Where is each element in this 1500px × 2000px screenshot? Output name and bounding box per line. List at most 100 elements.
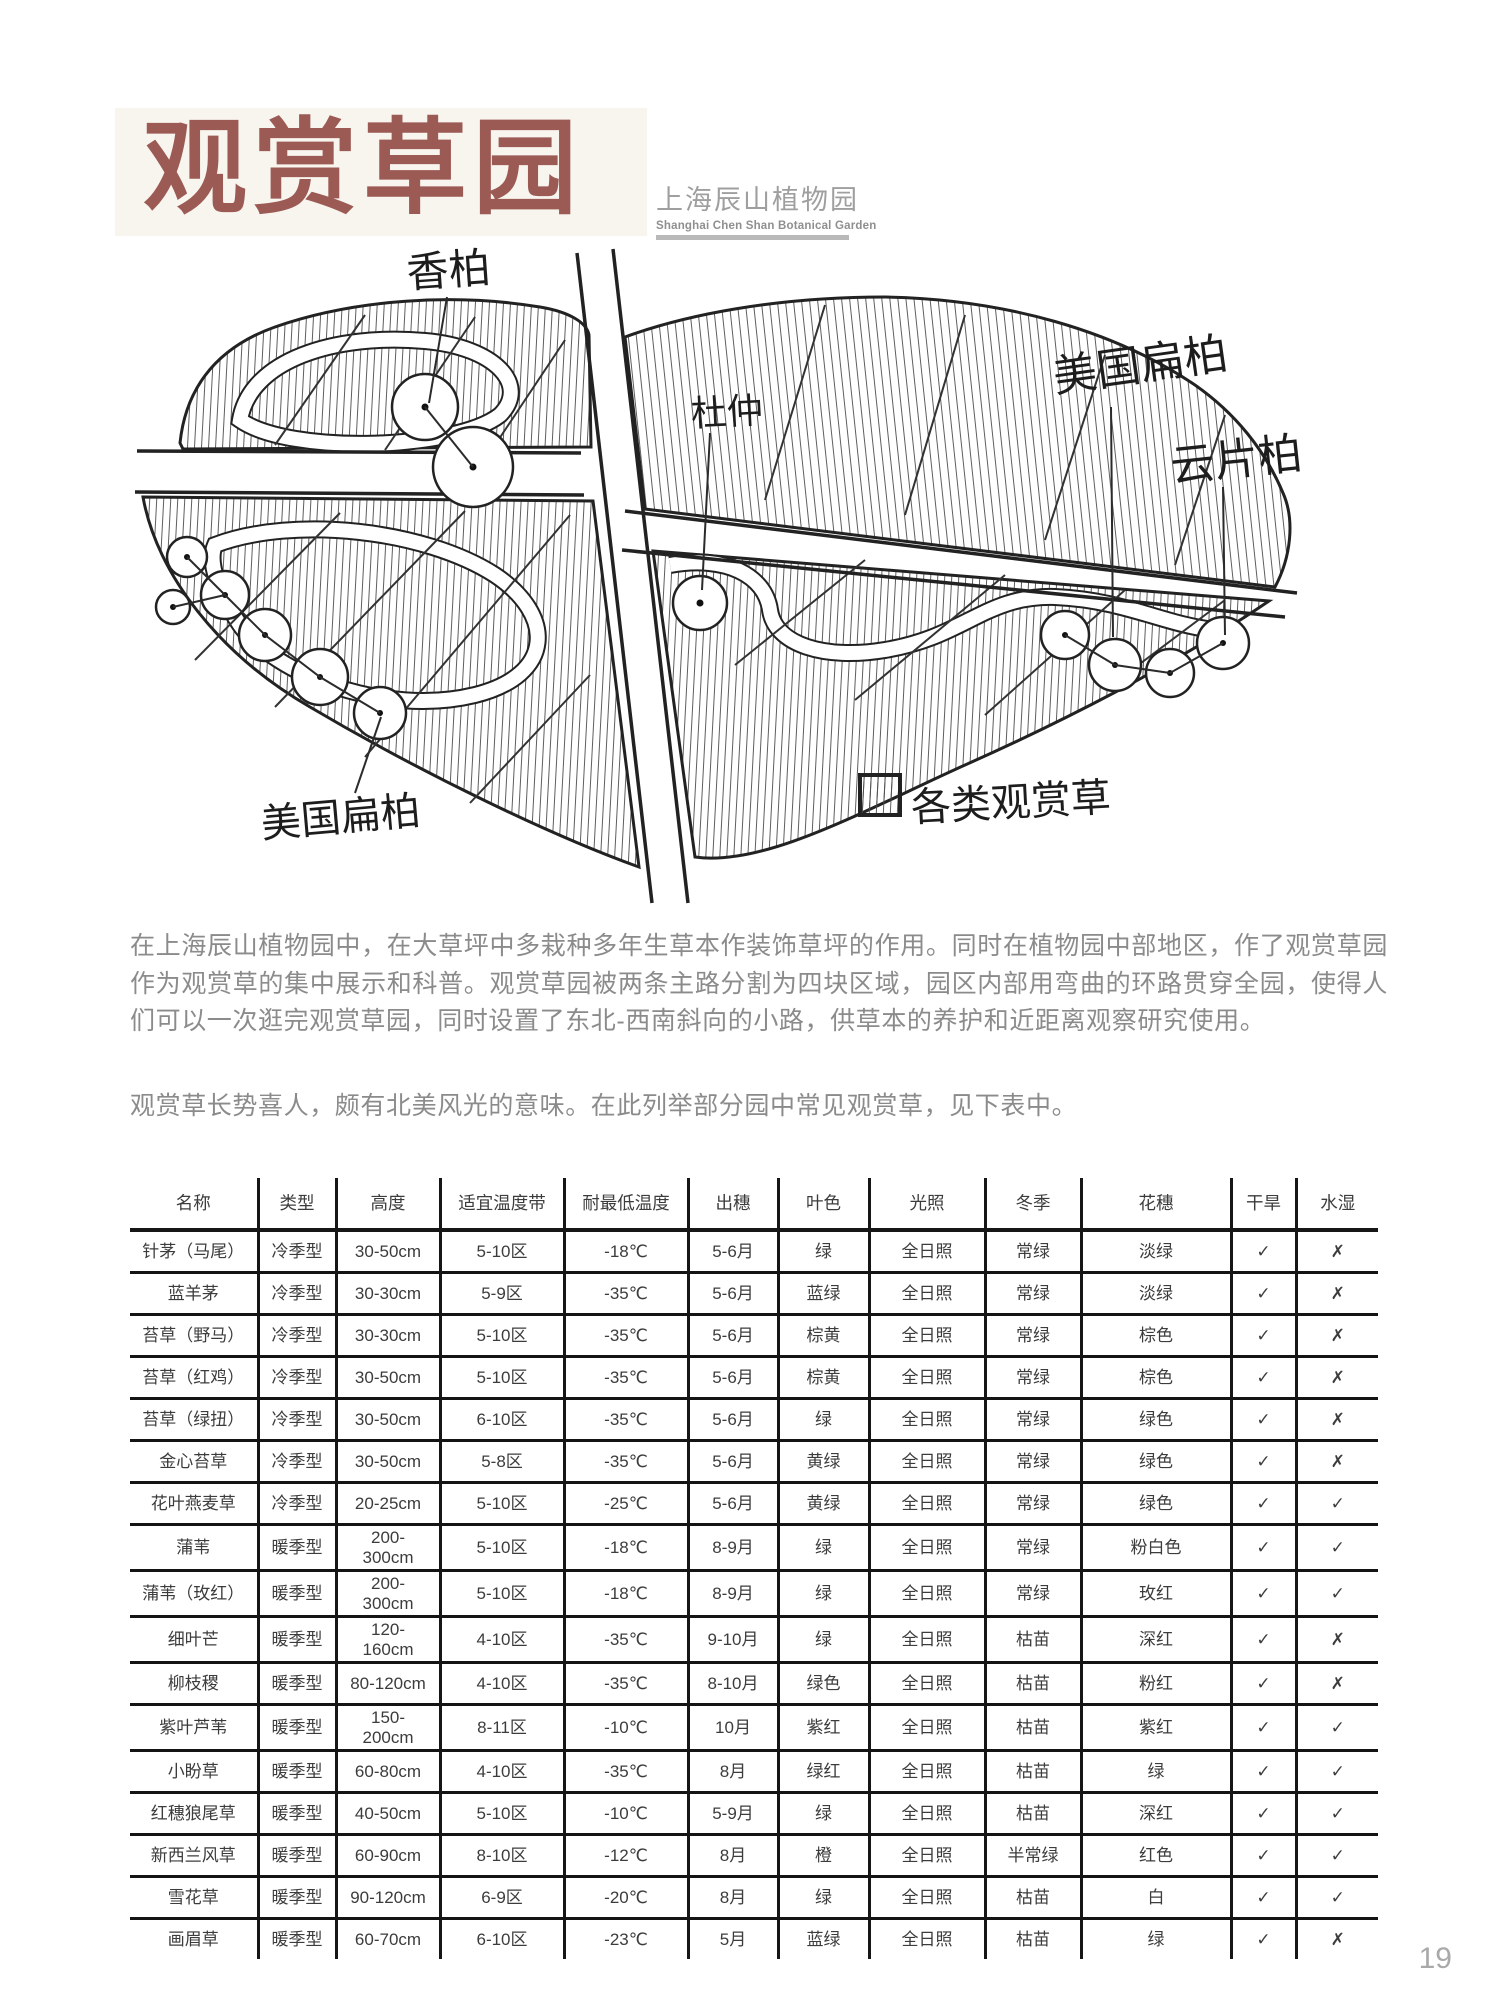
table-cell: 雪花草 — [130, 1876, 258, 1921]
table-cell: 棕黄 — [776, 1314, 869, 1358]
table-cell: 8-9月 — [686, 1524, 778, 1573]
column-header: 耐最低温度 — [562, 1178, 688, 1232]
table-cell: -35℃ — [562, 1272, 688, 1316]
check-mark: ✓ — [1229, 1792, 1296, 1837]
table-cell: 30-50cm — [334, 1440, 440, 1484]
table-cell: 90-120cm — [334, 1876, 440, 1921]
table-cell: 常绿 — [983, 1356, 1081, 1400]
table-cell: 暖季型 — [256, 1876, 336, 1921]
sketch-legend-label: 各类观赏草 — [910, 776, 1112, 830]
page-title: 观赏草园 — [143, 112, 584, 227]
check-mark: ✓ — [1294, 1704, 1378, 1753]
table-cell: 棕黄 — [776, 1356, 869, 1400]
table-cell: 绿 — [776, 1524, 869, 1573]
column-header: 花穗 — [1079, 1178, 1231, 1232]
table-cell: 金心苔草 — [130, 1440, 258, 1484]
table-cell: -10℃ — [562, 1792, 688, 1837]
table-cell: -18℃ — [562, 1570, 688, 1619]
table-cell: 暖季型 — [256, 1792, 336, 1837]
subtitle-rule — [656, 234, 849, 240]
check-mark: ✓ — [1229, 1662, 1296, 1707]
table-cell: 4-10区 — [438, 1662, 564, 1707]
table-cell: 绿 — [776, 1876, 869, 1921]
subtitle-english: Shanghai Chen Shan Botanical Garden — [656, 219, 877, 232]
table-cell: -35℃ — [562, 1662, 688, 1707]
check-mark: ✓ — [1229, 1440, 1296, 1484]
table-cell: 常绿 — [983, 1482, 1081, 1526]
table-cell: 淡绿 — [1079, 1230, 1231, 1274]
table-cell: 5-9区 — [438, 1272, 564, 1316]
check-mark: ✓ — [1294, 1876, 1378, 1921]
legend-swatch — [858, 773, 902, 817]
table-cell: 8月 — [686, 1876, 778, 1921]
table-cell: -18℃ — [562, 1230, 688, 1274]
table-cell: 5-6月 — [686, 1272, 778, 1316]
table-cell: 全日照 — [867, 1524, 985, 1573]
table-cell: 绿 — [776, 1616, 869, 1665]
table-cell: 蓝绿 — [776, 1918, 869, 1960]
table-cell: 冷季型 — [256, 1230, 336, 1274]
table-head: 名称类型高度适宜温度带耐最低温度出穗叶色光照冬季花穗干旱水湿 — [130, 1178, 1378, 1232]
table-lead-paragraph: 观赏草长势喜人，颇有北美风光的意味。在此列举部分园中常见观赏草，见下表中。 — [130, 1092, 1078, 1120]
sketch-label-meiguobianbai-bottom: 美国扁柏 — [259, 789, 422, 847]
table-cell: -18℃ — [562, 1524, 688, 1573]
table-cell: 黄绿 — [776, 1482, 869, 1526]
check-mark: ✓ — [1294, 1834, 1378, 1879]
column-header: 干旱 — [1229, 1178, 1296, 1232]
table-cell: 5-9月 — [686, 1792, 778, 1837]
table-cell: 蓝羊茅 — [130, 1272, 258, 1316]
table-cell: 全日照 — [867, 1230, 985, 1274]
table-cell: 棕色 — [1079, 1356, 1231, 1400]
table-cell: 4-10区 — [438, 1616, 564, 1665]
table-cell: 蒲苇（玫红） — [130, 1570, 258, 1619]
table-cell: 4-10区 — [438, 1750, 564, 1795]
subtitle-chinese: 上海辰山植物园 — [656, 185, 859, 215]
check-mark: ✓ — [1229, 1314, 1296, 1358]
table-cell: 常绿 — [983, 1570, 1081, 1619]
table-cell: 全日照 — [867, 1616, 985, 1665]
table-cell: 柳枝稷 — [130, 1662, 258, 1707]
cross-mark: ✗ — [1294, 1616, 1378, 1665]
check-mark: ✓ — [1229, 1570, 1296, 1619]
table-cell: 蓝绿 — [776, 1272, 869, 1316]
table-cell: 暖季型 — [256, 1834, 336, 1879]
table-cell: 30-50cm — [334, 1398, 440, 1442]
table-cell: 40-50cm — [334, 1792, 440, 1837]
table-cell: 全日照 — [867, 1398, 985, 1442]
table-cell: 5-6月 — [686, 1482, 778, 1526]
table-cell: 150- 200cm — [334, 1704, 440, 1753]
table-cell: 5-10区 — [438, 1570, 564, 1619]
column-header: 类型 — [256, 1178, 336, 1232]
table-cell: 全日照 — [867, 1272, 985, 1316]
table-cell: 细叶芒 — [130, 1616, 258, 1665]
column-header: 出穗 — [686, 1178, 778, 1232]
table-cell: 枯苗 — [983, 1704, 1081, 1753]
table-cell: 5-10区 — [438, 1230, 564, 1274]
table-cell: 30-50cm — [334, 1230, 440, 1274]
table-cell: 全日照 — [867, 1482, 985, 1526]
table-cell: 全日照 — [867, 1876, 985, 1921]
table-cell: 粉红 — [1079, 1662, 1231, 1707]
table-cell: 红穗狼尾草 — [130, 1792, 258, 1837]
table-cell: -35℃ — [562, 1616, 688, 1665]
table-cell: 常绿 — [983, 1272, 1081, 1316]
table-cell: 8月 — [686, 1834, 778, 1879]
check-mark: ✓ — [1229, 1356, 1296, 1400]
region-southeast — [651, 549, 1274, 860]
loop-paths — [203, 330, 1217, 710]
table-cell: -12℃ — [562, 1834, 688, 1879]
table-cell: 暖季型 — [256, 1662, 336, 1707]
table-cell: 紫红 — [1079, 1704, 1231, 1753]
table-cell: 60-70cm — [334, 1918, 440, 1960]
table-cell: 常绿 — [983, 1314, 1081, 1358]
table-cell: 苔草（绿扭） — [130, 1398, 258, 1442]
table-cell: 蒲苇 — [130, 1524, 258, 1573]
check-mark: ✓ — [1229, 1398, 1296, 1442]
table-cell: 棕色 — [1079, 1314, 1231, 1358]
table-cell: 全日照 — [867, 1918, 985, 1960]
